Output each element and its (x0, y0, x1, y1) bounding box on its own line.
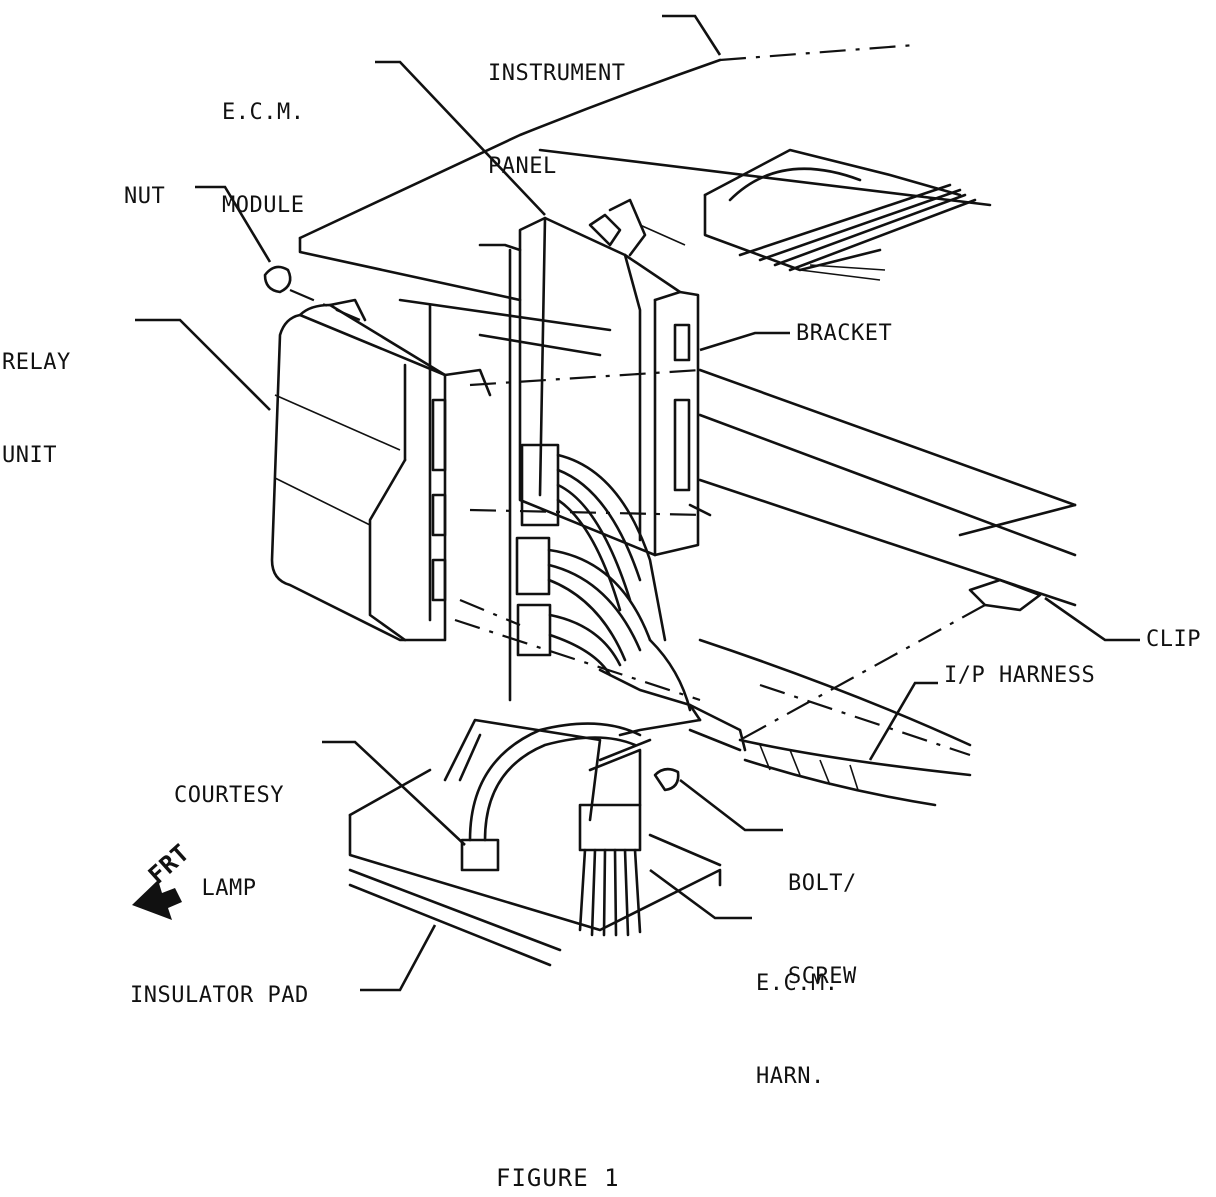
label-ecm-module-line-1: E.C.M. (222, 100, 305, 125)
label-bolt-screw-line-2: SCREW (788, 964, 857, 989)
label-courtesy-lamp-line-2: LAMP (201, 876, 257, 901)
ecm-module-drawing (428, 198, 712, 702)
label-ecm-harn-line-1: E.C.M. (756, 971, 839, 996)
label-courtesy-lamp-line-1: COURTESY (174, 783, 284, 808)
guide-lines (454, 368, 706, 702)
label-courtesy-lamp: COURTESY LAMP (174, 718, 284, 966)
label-ip-harness: I/P HARNESS (944, 663, 1096, 688)
label-bolt-screw-line-1: BOLT/ (788, 871, 857, 896)
courtesy-lamp-drawing (348, 718, 722, 967)
leader-lines (135, 14, 1140, 992)
label-ecm-module: E.C.M. MODULE (222, 35, 304, 283)
label-insulator-pad: INSULATOR PAD (130, 983, 309, 1008)
label-instrument-panel: INSTRUMENT PANEL (488, 0, 625, 244)
front-arrow-icon (132, 880, 182, 920)
label-bolt-screw: BOLT/ SCREW (788, 806, 857, 1054)
label-clip: CLIP (1146, 627, 1201, 652)
figure-caption: FIGURE 1 (496, 1164, 620, 1192)
label-ecm-harn: E.C.M. HARN. (756, 906, 838, 1154)
label-relay-unit: RELAY UNIT (2, 285, 71, 533)
label-nut: NUT (124, 184, 166, 209)
harness-drawing (515, 443, 972, 937)
label-instrument-panel-line-1: INSTRUMENT (488, 61, 626, 86)
label-ecm-harn-line-2: HARN. (756, 1064, 825, 1089)
label-instrument-panel-line-2: PANEL (488, 154, 557, 179)
label-bracket: BRACKET (796, 321, 893, 346)
clip-bolt-drawing (263, 265, 1042, 792)
duct-drawing (703, 148, 977, 281)
label-ecm-module-line-2: MODULE (222, 193, 305, 218)
relay-unit-drawing (270, 298, 492, 642)
label-relay-unit-line-1: RELAY (2, 350, 71, 375)
label-relay-unit-line-2: UNIT (2, 443, 57, 468)
